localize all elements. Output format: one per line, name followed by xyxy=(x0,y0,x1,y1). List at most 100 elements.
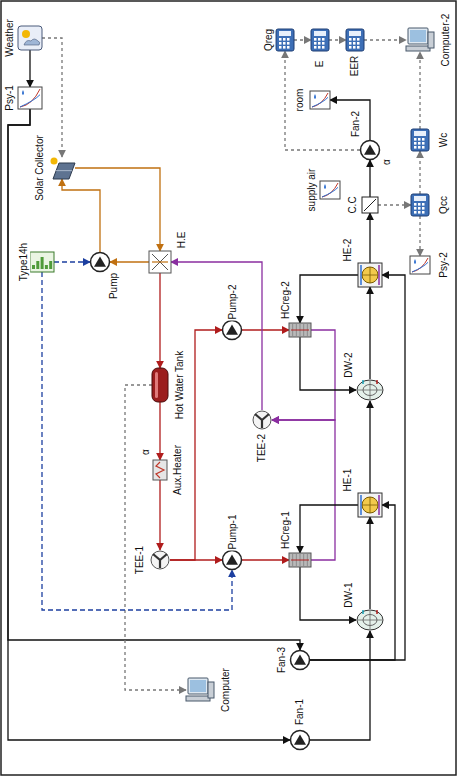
pump-symbol xyxy=(222,320,242,340)
icon-part xyxy=(311,29,329,51)
icon-part xyxy=(362,267,378,283)
icon-part xyxy=(223,321,242,340)
icon-part xyxy=(414,196,426,201)
tank-component: Hot Water Tank xyxy=(152,368,168,402)
icon-part xyxy=(30,252,54,272)
computer-symbol xyxy=(186,678,214,702)
pipe-connector xyxy=(330,100,370,140)
icon-part xyxy=(362,380,364,384)
hxw-component: HE-2 xyxy=(358,263,382,287)
icon-part xyxy=(152,254,168,270)
component-label: Qreg xyxy=(263,28,275,52)
icon-part xyxy=(310,91,330,109)
icon-part xyxy=(190,680,206,692)
icon-part xyxy=(314,31,326,36)
component-label: Fan-1 xyxy=(294,698,306,726)
icon-part xyxy=(422,203,425,206)
calc-component: Wc xyxy=(411,129,429,151)
pipe-connector xyxy=(159,273,160,368)
icon-part xyxy=(353,38,356,41)
cc-symbol xyxy=(362,197,378,213)
icon-part xyxy=(53,163,75,179)
pipe-connector xyxy=(159,480,160,550)
pipe-connector xyxy=(369,213,370,263)
coil-symbol xyxy=(289,323,311,337)
wheel-component: DW-2 xyxy=(356,379,384,401)
icon-part xyxy=(320,181,340,199)
icon-part xyxy=(422,207,425,210)
hxw-symbol xyxy=(358,493,382,517)
component-label: Computer-2 xyxy=(440,13,452,68)
icon-part xyxy=(287,38,290,41)
icon-part xyxy=(291,731,310,750)
coil-component: HCreg-2 xyxy=(289,323,311,337)
component-label: Weather xyxy=(4,18,16,58)
icon-part xyxy=(418,207,421,210)
icon-part xyxy=(18,87,42,109)
icon-part xyxy=(312,97,328,107)
tee-symbol xyxy=(150,550,170,570)
icon-part xyxy=(411,194,429,216)
pipe-connector xyxy=(310,275,405,660)
component-label: C.C xyxy=(346,195,358,214)
component-label: DW-1 xyxy=(342,581,354,608)
icon-part xyxy=(22,90,24,95)
icon-part xyxy=(418,142,421,145)
icon-part xyxy=(279,42,282,45)
icon-part xyxy=(208,682,214,698)
icon-part xyxy=(349,42,352,45)
pipe-connector xyxy=(369,287,370,379)
icon-part xyxy=(155,372,158,398)
component-label: DW-2 xyxy=(342,351,354,378)
icon-part xyxy=(226,324,238,334)
icon-part xyxy=(149,251,171,273)
icon-part xyxy=(411,129,429,151)
component-label: Aux.Heater xyxy=(172,444,184,496)
heater-symbol xyxy=(153,460,167,480)
component-label: Computer xyxy=(220,667,232,713)
icon-part xyxy=(357,380,383,400)
icon-part xyxy=(353,42,356,45)
icon-part xyxy=(346,29,364,51)
component-label: room xyxy=(294,88,306,113)
component-label: E xyxy=(314,60,326,69)
pipe-connector xyxy=(364,39,406,40)
icon-part xyxy=(358,493,382,517)
icon-part xyxy=(360,495,362,515)
pipe-connector xyxy=(242,329,289,330)
solar-component: Solar Collector xyxy=(49,157,75,179)
parameter-symbol: α xyxy=(381,158,393,166)
icon-part xyxy=(378,265,380,285)
icon-part xyxy=(358,263,382,287)
icon-part xyxy=(362,497,378,513)
coil-component: HCreg-1 xyxy=(289,553,311,567)
component-label: Fan-3 xyxy=(276,646,288,674)
psy-symbol xyxy=(310,91,330,109)
component-label: Pump-2 xyxy=(226,283,238,320)
component-label: TEE-1 xyxy=(134,545,146,575)
component-label: Solar Collector xyxy=(34,134,46,202)
pipe-connector xyxy=(272,420,335,560)
tee-symbol xyxy=(252,410,272,430)
icon-part xyxy=(414,142,417,145)
icon-part xyxy=(32,265,35,269)
component-label: Fan-2 xyxy=(350,110,362,138)
icon-part xyxy=(289,553,311,567)
icon-part xyxy=(318,46,321,49)
icon-part xyxy=(91,253,110,272)
calc-symbol xyxy=(311,29,329,51)
icon-part xyxy=(294,654,306,664)
calc-symbol xyxy=(346,29,364,51)
pipe-connector xyxy=(242,559,289,560)
calc-symbol xyxy=(411,129,429,151)
component-label: supply air xyxy=(306,168,318,213)
icon-part xyxy=(226,554,238,564)
icon-part xyxy=(376,610,378,614)
icon-part xyxy=(314,38,317,41)
icon-part xyxy=(364,199,376,211)
icon-part xyxy=(314,46,317,49)
icon-part xyxy=(362,497,378,513)
hx-component: H.E xyxy=(149,251,171,273)
icon-part xyxy=(353,46,356,49)
